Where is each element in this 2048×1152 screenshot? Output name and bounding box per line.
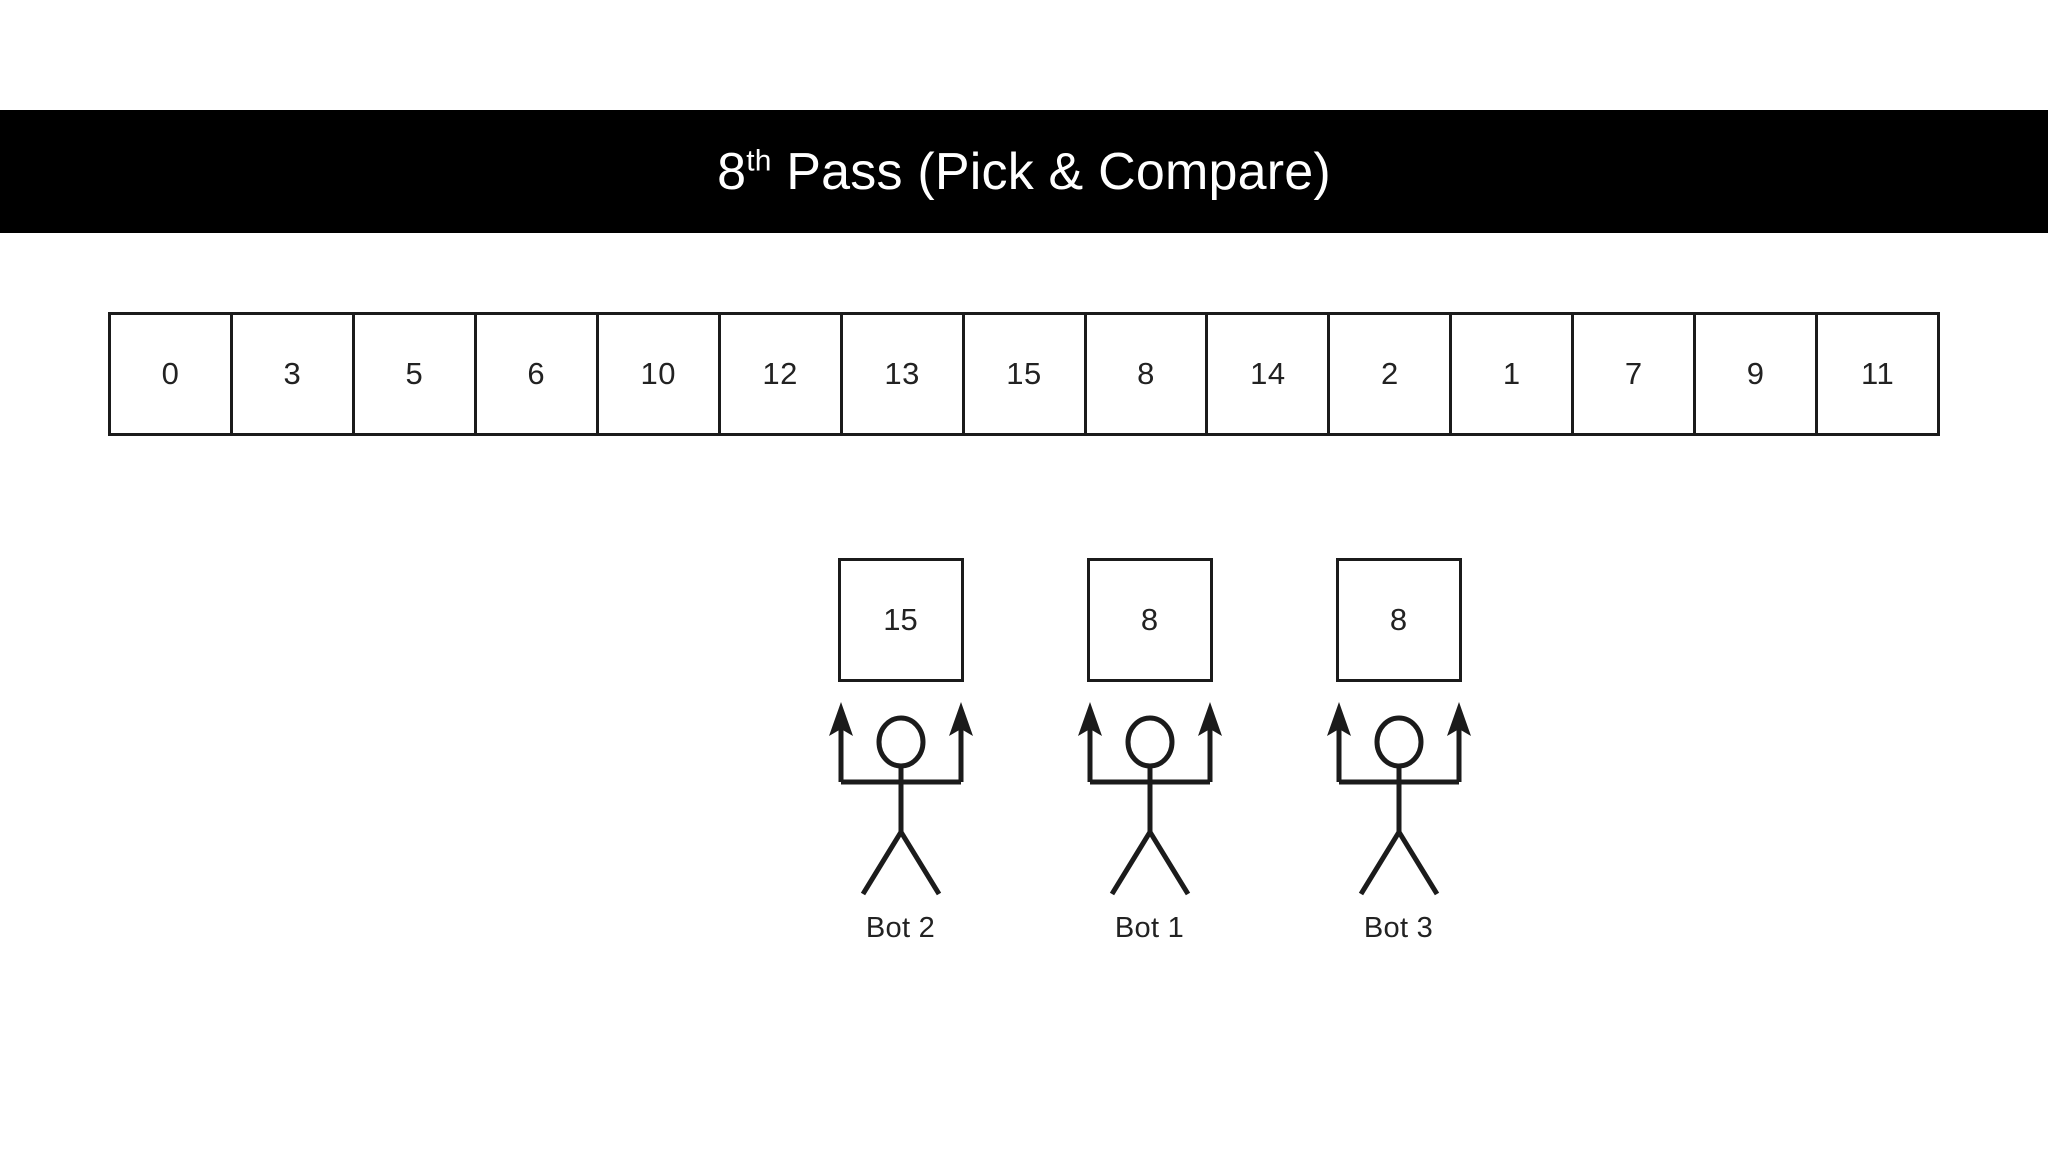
array-cell[interactable]: 15: [964, 315, 1087, 433]
stick-figure-icon: [828, 702, 973, 896]
stick-figure-icon: [1077, 702, 1222, 896]
array-cell[interactable]: 11: [1818, 315, 1938, 433]
array-cell[interactable]: 8: [1086, 315, 1209, 433]
array-cell[interactable]: 12: [720, 315, 843, 433]
bot-figure-group[interactable]: 8 Bot 1: [1025, 552, 1274, 972]
ordinal-suffix: th: [746, 144, 772, 178]
array-cell[interactable]: 7: [1574, 315, 1697, 433]
array-cell[interactable]: 10: [598, 315, 721, 433]
arrow-up-icon-left: [1077, 702, 1102, 736]
head-circle-icon: [1374, 715, 1423, 769]
title-rest: Pass (Pick & Compare): [771, 142, 1331, 201]
bot-figure-group[interactable]: 8 Bot 3: [1274, 552, 1523, 972]
array-cell[interactable]: 9: [1696, 315, 1819, 433]
bot-held-box[interactable]: 8: [1086, 558, 1213, 682]
array-cell[interactable]: 3: [232, 315, 355, 433]
stick-figure-icon: [1326, 702, 1471, 896]
array-cell[interactable]: 6: [476, 315, 599, 433]
array-cell[interactable]: 5: [354, 315, 477, 433]
array-cell[interactable]: 0: [111, 315, 233, 433]
pass-number: 8: [717, 142, 747, 201]
bot-held-box[interactable]: 15: [837, 558, 964, 682]
array-cell[interactable]: 2: [1330, 315, 1453, 433]
arrow-up-icon-left: [1326, 702, 1351, 736]
bots-row: 15 Bot 2 8: [776, 552, 1524, 972]
bot-label: Bot 3: [1363, 912, 1434, 944]
array-strip: 0 3 5 6 10 12 13 15 8 14 2 1 7 9 11: [108, 312, 1940, 436]
bot-label: Bot 1: [1114, 912, 1185, 944]
bot-label: Bot 2: [865, 912, 936, 944]
arrow-up-icon-right: [1446, 702, 1471, 736]
head-circle-icon: [1125, 715, 1174, 769]
arrow-up-icon-right: [1197, 702, 1222, 736]
bot-figure-group[interactable]: 15 Bot 2: [776, 552, 1025, 972]
arrow-up-icon-left: [828, 702, 853, 736]
arrow-up-icon-right: [948, 702, 973, 736]
bot-held-box[interactable]: 8: [1335, 558, 1462, 682]
title-bar: 8th Pass (Pick & Compare): [0, 110, 2048, 233]
head-circle-icon: [876, 715, 925, 769]
array-cell[interactable]: 1: [1452, 315, 1575, 433]
array-cell[interactable]: 13: [842, 315, 965, 433]
array-cell[interactable]: 14: [1208, 315, 1331, 433]
page-title: 8th Pass (Pick & Compare): [717, 146, 1331, 198]
